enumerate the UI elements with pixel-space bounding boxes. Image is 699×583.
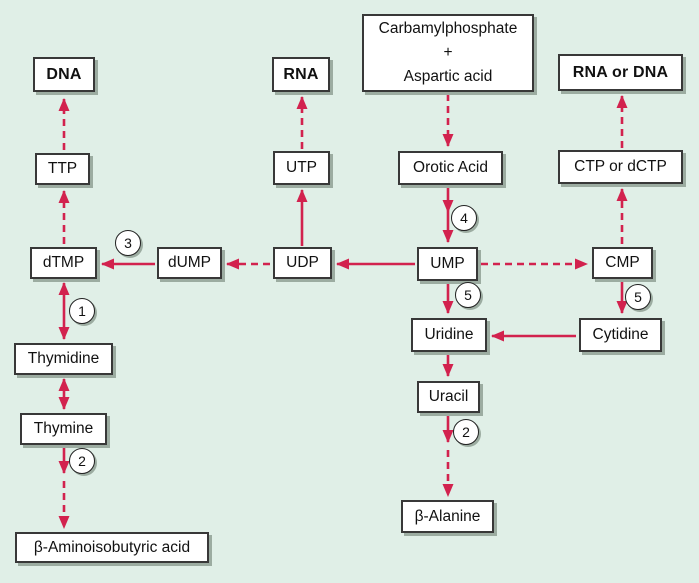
node-cytidine: Cytidine <box>579 318 662 352</box>
node-udp: UDP <box>273 247 332 279</box>
node-rna-or-dna: RNA or DNA <box>558 54 683 91</box>
node-uracil: Uracil <box>417 381 480 413</box>
step-circle-4: 4 <box>451 205 477 231</box>
node-beta-aminoisobutyric-acid: β-Aminoisobutyric acid <box>15 532 209 563</box>
node-ctp-or-dctp: CTP or dCTP <box>558 150 683 184</box>
step-circle-2-left: 2 <box>69 448 95 474</box>
node-uridine: Uridine <box>411 318 487 352</box>
node-thymidine: Thymidine <box>14 343 113 375</box>
node-cmp: CMP <box>592 247 653 279</box>
step-circle-1: 1 <box>69 298 95 324</box>
node-thymine: Thymine <box>20 413 107 445</box>
node-ttp: TTP <box>35 153 90 185</box>
node-carbamylphosphate-aspartic-acid: Carbamylphosphate + Aspartic acid <box>362 14 534 92</box>
node-ump: UMP <box>417 247 478 281</box>
step-circle-5-center: 5 <box>455 282 481 308</box>
node-orotic-acid: Orotic Acid <box>398 151 503 185</box>
node-dump: dUMP <box>157 247 222 279</box>
carbamyl-line-2: + <box>443 43 453 61</box>
node-beta-alanine: β-Alanine <box>401 500 494 533</box>
carbamyl-line-3: Aspartic acid <box>403 68 493 85</box>
step-circle-2-right: 2 <box>453 419 479 445</box>
node-dna: DNA <box>33 57 95 92</box>
node-rna: RNA <box>272 57 330 92</box>
step-circle-3: 3 <box>115 230 141 256</box>
node-utp: UTP <box>273 151 330 185</box>
step-circle-5-right: 5 <box>625 284 651 310</box>
carbamyl-line-1: Carbamylphosphate <box>378 19 518 37</box>
node-dtmp: dTMP <box>30 247 97 279</box>
